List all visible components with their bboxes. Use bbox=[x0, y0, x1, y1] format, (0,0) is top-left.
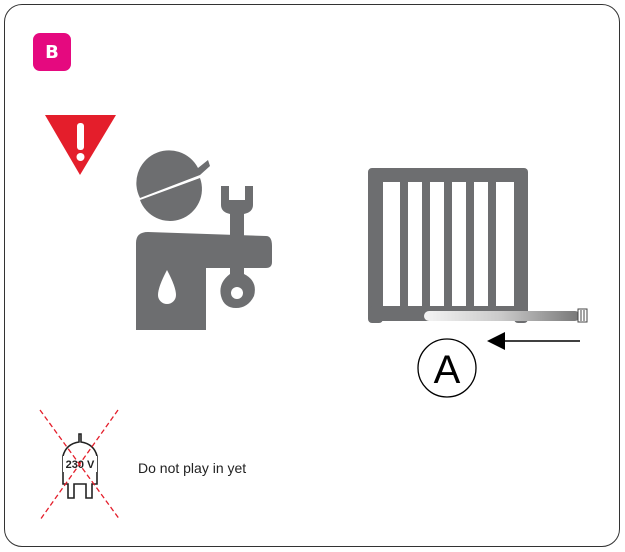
warning-icon bbox=[45, 115, 116, 175]
instruction-text: Do not play in yet bbox=[138, 460, 247, 476]
radiator-icon bbox=[368, 168, 588, 323]
plug-crossed-icon: 230 V bbox=[39, 409, 121, 521]
marker-a: A bbox=[417, 338, 477, 398]
installer-icon bbox=[136, 150, 272, 330]
arrow-left-icon bbox=[487, 332, 580, 350]
step-badge: B bbox=[33, 33, 71, 71]
svg-text:A: A bbox=[434, 348, 461, 392]
